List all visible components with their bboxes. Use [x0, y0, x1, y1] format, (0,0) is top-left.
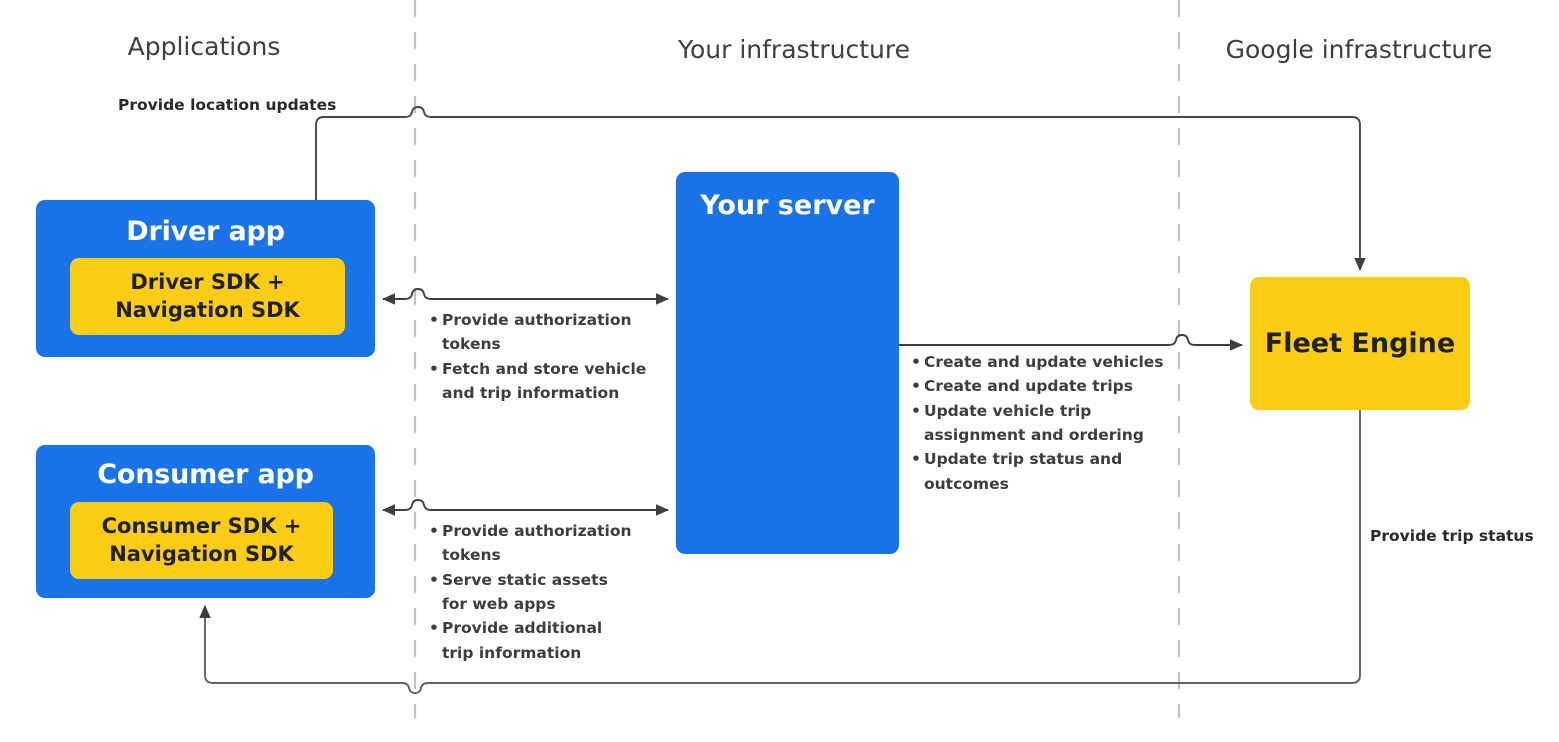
- edge-details-driver-server: Provide authorization tokens Fetch and s…: [429, 308, 654, 405]
- list-item: Serve static assets for web apps: [429, 568, 644, 617]
- edge-details-consumer-server: Provide authorization tokens Serve stati…: [429, 519, 644, 665]
- list-item: Fetch and store vehicle and trip informa…: [429, 357, 654, 406]
- list-item: Update vehicle trip assignment and order…: [911, 399, 1173, 448]
- driver-app-title: Driver app: [126, 216, 285, 247]
- edge-driver-server: [381, 288, 670, 305]
- edge-server-fleet-engine: [899, 334, 1244, 351]
- node-consumer-sdk[interactable]: Consumer SDK + Navigation SDK: [70, 502, 333, 579]
- list-item: Create and update trips: [911, 374, 1173, 399]
- edge-details-server-fleet-engine: Create and update vehicles Create and up…: [911, 350, 1173, 496]
- node-your-server[interactable]: Your server: [676, 172, 899, 554]
- node-consumer-app[interactable]: Consumer app Consumer SDK + Navigation S…: [36, 445, 375, 598]
- edge-label-provide-trip-status: Provide trip status: [1370, 527, 1534, 545]
- zone-label-your-infrastructure: Your infrastructure: [678, 35, 910, 64]
- list-item: Provide authorization tokens: [429, 519, 644, 568]
- list-item: Provide authorization tokens: [429, 308, 654, 357]
- list-item: Provide additional trip information: [429, 616, 644, 665]
- zone-label-google-infrastructure: Google infrastructure: [1225, 35, 1493, 64]
- consumer-app-title: Consumer app: [97, 459, 314, 490]
- node-driver-sdk[interactable]: Driver SDK + Navigation SDK: [70, 258, 345, 335]
- node-driver-app[interactable]: Driver app Driver SDK + Navigation SDK: [36, 200, 375, 357]
- edge-consumer-server: [381, 499, 670, 516]
- list-item: Create and update vehicles: [911, 350, 1173, 375]
- your-server-title: Your server: [700, 190, 875, 221]
- list-item: Update trip status and outcomes: [911, 447, 1173, 496]
- edge-label-provide-location-updates: Provide location updates: [118, 96, 337, 114]
- zone-label-applications: Applications: [127, 32, 281, 61]
- node-fleet-engine[interactable]: Fleet Engine: [1250, 277, 1470, 410]
